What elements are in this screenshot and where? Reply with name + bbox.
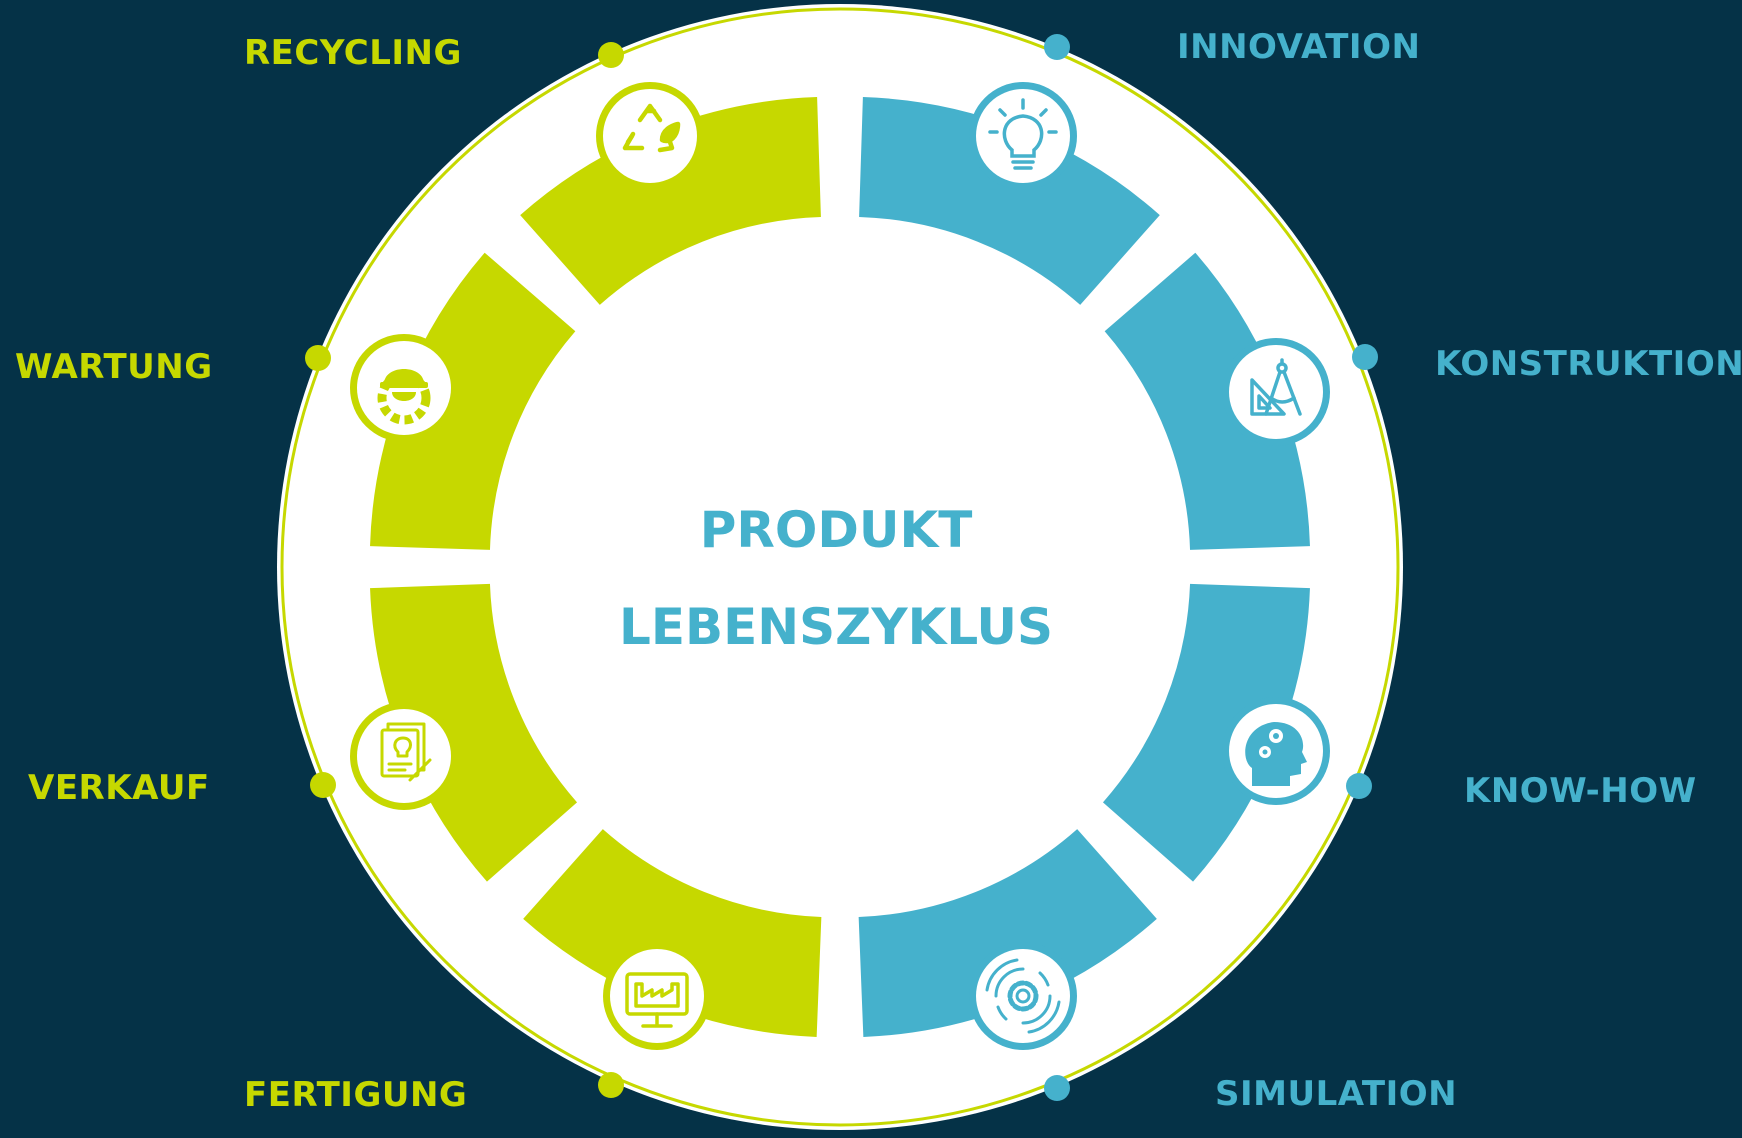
label-verkauf: VERKAUF — [28, 768, 210, 808]
segment-wartung — [370, 252, 576, 551]
badge-recycling — [596, 82, 704, 190]
segment-know-how — [1102, 582, 1310, 882]
segment-fertigung — [523, 828, 823, 1037]
badge-fertigung — [603, 942, 711, 1050]
dot-recycling — [598, 42, 624, 68]
badge-simulation — [969, 942, 1077, 1050]
label-know-how: KNOW-HOW — [1464, 771, 1697, 811]
title-line-1: PRODUKT — [699, 501, 973, 559]
recycle-leaf-icon — [622, 103, 681, 153]
dot-verkauf — [310, 772, 336, 798]
dot-wartung — [305, 345, 331, 371]
label-wartung: WARTUNG — [15, 347, 213, 387]
dot-innovation — [1044, 34, 1070, 60]
outer-ring-edge — [280, 7, 1400, 1127]
title-line-2: LEBENSZYKLUS — [618, 598, 1054, 656]
segment-innovation — [858, 97, 1160, 306]
badge-konstruktion — [1222, 338, 1330, 446]
outer-ring — [277, 4, 1403, 1130]
label-fertigung: FERTIGUNG — [244, 1075, 468, 1115]
segment-recycling — [520, 97, 822, 306]
dot-fertigung — [598, 1072, 624, 1098]
badge-verkauf — [350, 702, 458, 810]
segment-verkauf — [370, 582, 578, 882]
lightbulb-icon — [988, 98, 1058, 170]
badge-innovation — [969, 82, 1077, 190]
documents-idea-icon — [380, 722, 432, 782]
segment-simulation — [857, 828, 1157, 1037]
compass-ruler-icon — [1250, 358, 1302, 416]
simulation-gear-icon — [985, 958, 1061, 1034]
worker-gear-icon — [377, 369, 431, 425]
dot-simulation — [1044, 1075, 1070, 1101]
label-konstruktion: KONSTRUKTION — [1435, 344, 1742, 384]
label-simulation: SIMULATION — [1215, 1074, 1458, 1114]
label-innovation: INNOVATION — [1177, 27, 1421, 67]
dot-konstruktion — [1352, 344, 1378, 370]
connector-dots — [305, 34, 1378, 1101]
segment-konstruktion — [1104, 252, 1310, 551]
dot-know-how — [1346, 773, 1372, 799]
badge-know-how — [1222, 697, 1330, 805]
factory-monitor-icon — [625, 972, 689, 1028]
head-gears-icon — [1245, 722, 1307, 786]
label-recycling: RECYCLING — [244, 33, 462, 73]
badge-wartung — [350, 334, 458, 442]
